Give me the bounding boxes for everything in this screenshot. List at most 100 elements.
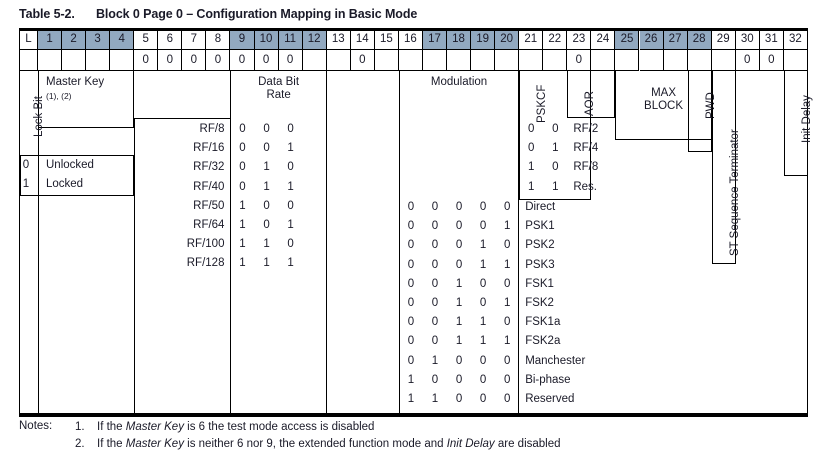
pskcf-name-1: RF/4 — [573, 142, 599, 155]
fixed-bit-cell-29 — [711, 50, 736, 71]
bit-header-cell-8: 8 — [206, 31, 231, 50]
modulation-bit-9-2: 0 — [455, 373, 463, 386]
modulation-bit-4-4: 0 — [503, 277, 511, 290]
modulation-name-0: Direct — [525, 201, 556, 213]
modulation-bit-4-2: 1 — [455, 277, 463, 290]
modulation-name-1: PSK1 — [525, 220, 555, 233]
table-caption: Block 0 Page 0 – Configuration Mapping i… — [96, 7, 418, 21]
modulation-bit-2-0: 0 — [407, 239, 415, 252]
modulation-label: Modulation — [430, 76, 488, 88]
modulation-bit-2-4: 0 — [503, 239, 511, 252]
bit-header-cell-20: 20 — [495, 31, 520, 50]
modulation-bit-10-3: 0 — [479, 393, 487, 405]
data-bit-rate-bit-3-2: 1 — [287, 180, 294, 193]
data-bit-rate-bit-5-1: 0 — [263, 219, 270, 231]
modulation-name-6: FSK1a — [525, 316, 561, 329]
pskcf-box — [519, 71, 592, 200]
bit-header-cell-1: 1 — [38, 31, 63, 50]
modulation-bit-7-1: 0 — [431, 335, 439, 348]
modulation-name-4: FSK1 — [525, 277, 554, 290]
modulation-bit-5-4: 1 — [503, 297, 511, 309]
data-bit-rate-bit-1-0: 0 — [239, 142, 246, 155]
fixed-bit-cell-4 — [110, 50, 135, 71]
data-bit-rate-bit-6-1: 1 — [263, 238, 270, 251]
bit-header-cell-27: 27 — [663, 31, 688, 50]
modulation-bit-10-1: 1 — [431, 393, 439, 405]
fixed-bit-cell-0 — [19, 50, 38, 71]
modulation-box — [398, 71, 520, 414]
data-bit-rate-bit-6-2: 0 — [287, 238, 294, 251]
bit-header-cell-31: 31 — [759, 31, 784, 50]
modulation-name-7: FSK2a — [525, 335, 561, 348]
modulation-bit-9-3: 0 — [479, 373, 487, 386]
fixed-bit-cell-24 — [591, 50, 616, 71]
modulation-bit-2-1: 0 — [431, 239, 439, 252]
data-bit-rate-bit-0-1: 0 — [263, 123, 270, 135]
pskcf-bit-1-0: 0 — [528, 142, 535, 155]
fixed-bit-cell-17 — [422, 50, 447, 71]
modulation-bit-0-0: 0 — [407, 201, 415, 213]
bit-header-cell-13: 13 — [326, 31, 351, 50]
data-bit-rate-bit-1-2: 1 — [287, 142, 294, 155]
modulation-bit-2-2: 0 — [455, 239, 463, 252]
st-sequence-terminator-label: ST Sequence Terminator — [728, 129, 741, 256]
data-bit-rate-name-0: RF/8 — [199, 123, 225, 135]
data-bit-rate-name-3: RF/40 — [193, 180, 225, 193]
modulation-bit-1-2: 0 — [455, 220, 463, 233]
fixed-bit-cell-18 — [447, 50, 472, 71]
fixed-bit-cell-31: 0 — [759, 50, 784, 71]
modulation-bit-5-2: 1 — [455, 297, 463, 309]
bit-header-cell-22: 22 — [543, 31, 568, 50]
modulation-bit-4-0: 0 — [407, 277, 415, 290]
fixed-bit-cell-30: 0 — [735, 50, 760, 71]
modulation-bit-0-3: 0 — [479, 201, 487, 213]
data-bit-rate-label: Data Bit Rate — [258, 76, 300, 101]
data-bit-rate-bit-5-0: 1 — [239, 219, 246, 231]
modulation-name-10: Reserved — [525, 393, 575, 405]
notes-label: Notes: — [19, 420, 53, 432]
modulation-bit-10-2: 0 — [455, 393, 463, 405]
modulation-bit-8-3: 0 — [479, 354, 487, 367]
modulation-bit-7-0: 0 — [407, 335, 415, 348]
fixed-bit-cell-9: 0 — [230, 50, 255, 71]
pskcf-name-3: Res. — [573, 180, 597, 193]
data-bit-rate-name-5: RF/64 — [193, 219, 225, 231]
data-bit-rate-name-7: RF/128 — [186, 257, 225, 270]
lock-bit-label-0: Unlocked — [46, 159, 94, 171]
modulation-bit-4-3: 0 — [479, 277, 487, 290]
modulation-bit-5-3: 0 — [479, 297, 487, 309]
modulation-bit-0-2: 0 — [455, 201, 463, 213]
modulation-bit-4-1: 0 — [431, 277, 439, 290]
fixed-bit-cell-2 — [62, 50, 87, 71]
modulation-bit-7-4: 1 — [503, 335, 511, 348]
fixed-bit-cell-26 — [639, 50, 664, 71]
modulation-bit-3-1: 0 — [431, 258, 439, 271]
modulation-bit-1-4: 1 — [503, 220, 511, 233]
data-bit-rate-bit-7-0: 1 — [239, 257, 246, 270]
modulation-bit-1-3: 0 — [479, 220, 487, 233]
fixed-bit-cell-19 — [471, 50, 496, 71]
data-bit-rate-bit-4-2: 0 — [287, 199, 294, 212]
bit-header-cell-32: 32 — [783, 31, 808, 50]
modulation-name-8: Manchester — [525, 354, 586, 367]
bit-header-cell-23: 23 — [567, 31, 592, 50]
modulation-bit-0-1: 0 — [431, 201, 439, 213]
data-bit-rate-bit-2-2: 0 — [287, 161, 294, 174]
data-bit-rate-bit-2-1: 1 — [263, 161, 270, 174]
modulation-bit-6-1: 0 — [431, 316, 439, 329]
table-number: Table 5-2. — [19, 7, 75, 21]
modulation-bit-6-3: 1 — [479, 316, 487, 329]
bit-header-cell-9: 9 — [230, 31, 255, 50]
lock-bit-label: Lock Bit — [33, 96, 45, 137]
data-bit-rate-box — [230, 71, 327, 414]
bit-header-cell-6: 6 — [158, 31, 183, 50]
data-bit-rate-bit-7-2: 1 — [287, 257, 294, 270]
modulation-name-5: FSK2 — [525, 297, 554, 309]
fixed-bit-cell-20 — [495, 50, 520, 71]
fixed-bit-cell-8: 0 — [206, 50, 231, 71]
modulation-bit-2-3: 1 — [479, 239, 487, 252]
data-bit-rate-name-2: RF/32 — [193, 161, 225, 174]
pskcf-bit-2-0: 1 — [528, 161, 535, 174]
bit-header-cell-3: 3 — [86, 31, 111, 50]
pwd-box — [687, 71, 712, 152]
